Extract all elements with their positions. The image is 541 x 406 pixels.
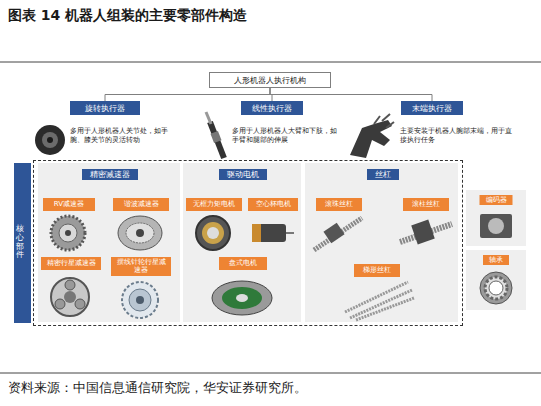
panel-heading: 核心部件	[16, 225, 24, 260]
linear-actuator-picture	[206, 112, 224, 158]
trapezoid-screw-picture	[345, 282, 414, 320]
encoder-picture	[480, 214, 512, 238]
rule-line	[0, 373, 541, 374]
box-label: 谐波减速器	[124, 200, 159, 208]
box-label: 人形机器人执行机构	[234, 76, 306, 85]
category-box: 线性执行器	[241, 101, 303, 115]
part-box: 摆线针轮行星减速器	[111, 257, 171, 276]
box-label: 线性执行器	[252, 104, 292, 113]
group-panel	[305, 163, 458, 322]
group-panel	[38, 163, 180, 322]
frameless-motor-picture	[196, 216, 230, 250]
box-label: 滚柱丝杠	[412, 200, 440, 208]
ball-screw-picture	[314, 218, 362, 250]
box-label: 无框力矩电机	[193, 200, 235, 208]
group-panel: 精密减速器 RV减速器 谐波减速器精密行星减速器 摆线针轮行星减速器	[39, 164, 181, 323]
box-label: 滚珠丝杠	[325, 200, 353, 208]
disc-motor-picture	[212, 281, 272, 315]
harmonic-reducer-picture	[118, 216, 162, 250]
group-panel	[183, 163, 301, 322]
description-note: 多用于人形机器人关节处，如手腕、膝关节的灵活转动	[70, 127, 178, 146]
rv-reducer-picture	[51, 216, 85, 250]
tree-connector	[105, 88, 270, 101]
part-box: 滚柱丝杠	[403, 198, 449, 211]
panel-heading: 精密减速器	[82, 169, 138, 180]
panel-heading: 轴承	[483, 255, 509, 265]
part-box: 无框力矩电机	[186, 198, 242, 211]
box-label: 末端执行器	[412, 104, 452, 113]
hollow-cup-motor-picture	[252, 224, 294, 242]
box-label: 精密行星减速器	[47, 259, 96, 267]
roller-screw-picture	[400, 220, 452, 245]
panel-heading: 丝杠	[367, 169, 399, 180]
part-box: 梯形丝杠	[354, 264, 400, 277]
group-panel: 丝杠滚珠丝杠 滚柱丝杠梯形丝杠	[306, 164, 459, 323]
box-label: 盘式电机	[229, 259, 257, 267]
box-label: RV减速器	[54, 200, 84, 208]
bearing-picture	[480, 272, 512, 304]
group-panel: 驱动电机无框力矩电机 空心杯电机盘式电机	[184, 164, 302, 323]
description-note: 主要安装于机器人腕部末端，用于直接执行任务	[400, 127, 512, 146]
group-panel	[466, 250, 526, 310]
panel-heading: 编码器	[480, 195, 513, 205]
panel-heading: 驱动电机	[219, 169, 267, 180]
end-effector-picture	[350, 114, 394, 158]
root-box: 人形机器人执行机构	[209, 72, 331, 88]
box-label: 空心杯电机	[256, 200, 291, 208]
rule-line	[0, 62, 541, 63]
part-box: 精密行星减速器	[41, 257, 101, 270]
box-label: 摆线针轮行星减速器	[114, 258, 168, 275]
figure-title: 图表 14 机器人组装的主要零部件构造	[8, 7, 247, 25]
part-box: 谐波减速器	[113, 198, 169, 211]
box-label: 梯形丝杠	[363, 266, 391, 274]
side-band	[14, 163, 31, 323]
part-box: RV减速器	[43, 198, 95, 211]
description-note: 多用于人形机器人大臂和下肢，如手臂和腿部的伸展	[232, 127, 342, 146]
rotary-actuator-picture	[35, 125, 65, 155]
side-panel: 轴承	[466, 250, 526, 310]
core-region: 核心部件精密减速器RV减速器谐波减速器精密行星减速器摆线针轮行星减速器驱动电机无…	[33, 160, 463, 326]
category-box: 末端执行器	[401, 101, 463, 115]
part-box: 空心杯电机	[248, 198, 298, 211]
part-box: 盘式电机	[219, 257, 267, 270]
side-panel: 编码器	[466, 190, 526, 246]
part-box: 滚珠丝杠	[316, 198, 362, 211]
category-box: 旋转执行器	[70, 101, 140, 115]
source-caption: 资料来源：中国信息通信研究院，华安证券研究所。	[8, 380, 307, 397]
tree-connector	[270, 88, 432, 101]
box-label: 旋转执行器	[85, 104, 125, 113]
group-panel	[466, 190, 526, 246]
cycloid-reducer-picture	[122, 282, 158, 318]
planetary-reducer-picture	[51, 278, 89, 316]
